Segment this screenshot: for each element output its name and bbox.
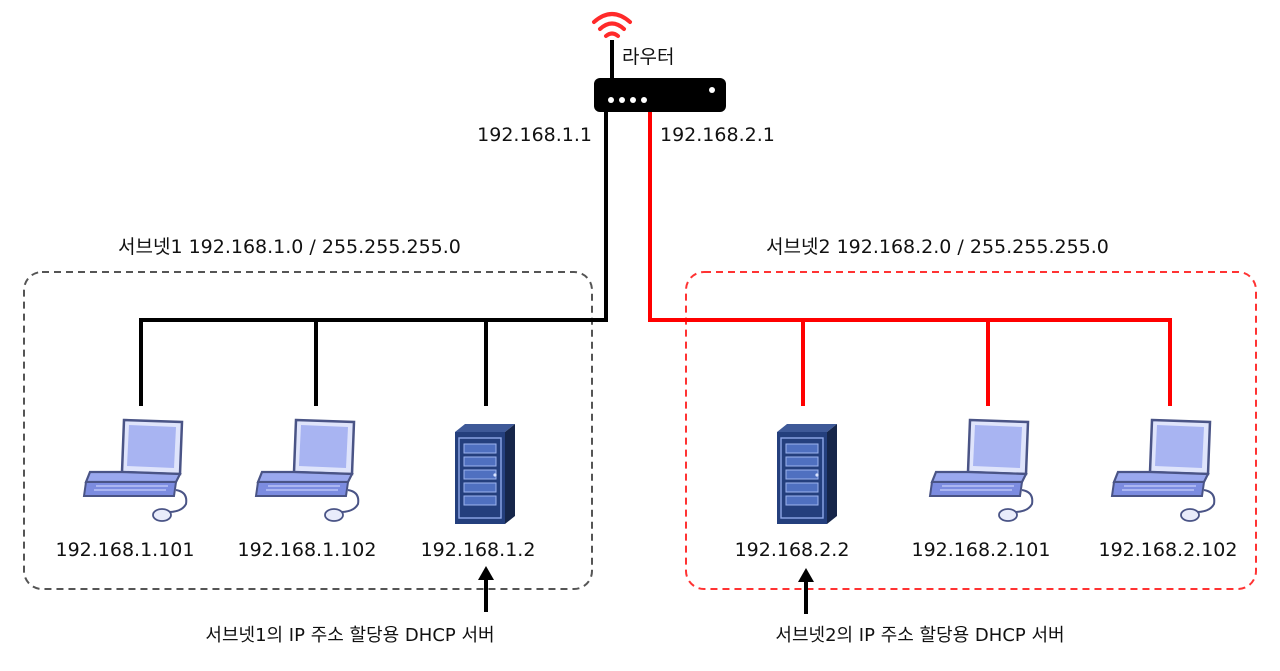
dhcp-arrow-subnet2 — [798, 568, 814, 614]
subnet1-title: 서브넷1 192.168.1.0 / 255.255.255.0 — [118, 236, 461, 258]
device-ip: 192.168.2.101 — [911, 539, 1050, 561]
dhcp-note-subnet2: 서브넷2의 IP 주소 할당용 DHCP 서버 — [775, 625, 1064, 646]
device-ip: 192.168.2.102 — [1098, 539, 1237, 561]
subnet2-box — [685, 271, 1257, 590]
subnet2-wiring — [648, 112, 1172, 406]
device-ip: 192.168.2.2 — [735, 539, 850, 561]
laptop-icon — [928, 418, 1034, 523]
router-body — [594, 78, 726, 112]
wifi-icon — [592, 12, 632, 38]
device-ip: 192.168.1.102 — [237, 539, 376, 561]
dhcp-note-subnet1: 서브넷1의 IP 주소 할당용 DHCP 서버 — [205, 625, 494, 646]
router: 라우터 192.168.1.1 192.168.2.1 — [477, 12, 775, 146]
subnet2-title: 서브넷2 192.168.2.0 / 255.255.255.0 — [766, 236, 1109, 258]
dhcp-arrow-subnet1 — [478, 566, 494, 612]
server-icon — [454, 423, 516, 525]
subnet1-box — [23, 271, 593, 590]
laptop-icon — [254, 418, 360, 523]
laptop-icon — [1110, 418, 1216, 523]
router-right-ip: 192.168.2.1 — [660, 124, 775, 146]
router-label: 라우터 — [622, 46, 674, 68]
subnet1-wiring — [139, 112, 608, 406]
laptop-icon — [82, 418, 188, 523]
device-ip: 192.168.1.101 — [55, 539, 194, 561]
device-ip: 192.168.1.2 — [421, 539, 536, 561]
server-icon — [776, 423, 838, 525]
router-left-ip: 192.168.1.1 — [477, 124, 592, 146]
